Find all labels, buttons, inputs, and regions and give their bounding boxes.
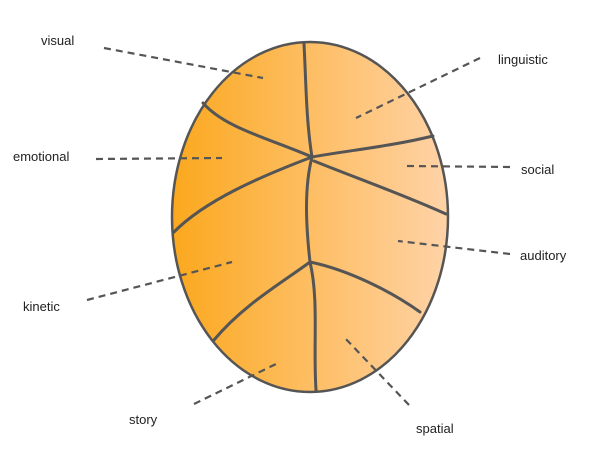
leader-linguistic <box>355 57 481 119</box>
divider-upper-right <box>310 134 435 159</box>
leader-kinetic <box>86 260 233 302</box>
divider-lower-right <box>308 260 422 314</box>
leader-spatial <box>342 335 410 406</box>
divider-center-vertical <box>305 155 314 264</box>
label-linguistic: linguistic <box>498 52 548 67</box>
leader-social <box>405 164 511 169</box>
divider-right-middle <box>312 159 448 216</box>
divider-lower-left <box>212 260 312 342</box>
divider-upper-left <box>201 101 314 159</box>
label-auditory: auditory <box>520 248 567 263</box>
divider-bottom-vertical <box>308 260 318 392</box>
divider-left-middle <box>171 155 314 235</box>
label-visual: visual <box>41 33 74 48</box>
label-kinetic: kinetic <box>23 299 60 314</box>
leader-lines <box>86 46 511 406</box>
leader-visual <box>103 46 264 80</box>
label-story: story <box>129 412 158 427</box>
leader-story <box>193 363 277 405</box>
label-spatial: spatial <box>416 421 454 436</box>
divider-top-vertical <box>302 42 314 159</box>
label-emotional: emotional <box>13 149 69 164</box>
leader-emotional <box>95 156 223 161</box>
region-labels: visual linguistic emotional social audit… <box>13 33 567 436</box>
region-dividers <box>171 42 448 392</box>
label-social: social <box>521 162 554 177</box>
leader-auditory <box>397 239 511 256</box>
